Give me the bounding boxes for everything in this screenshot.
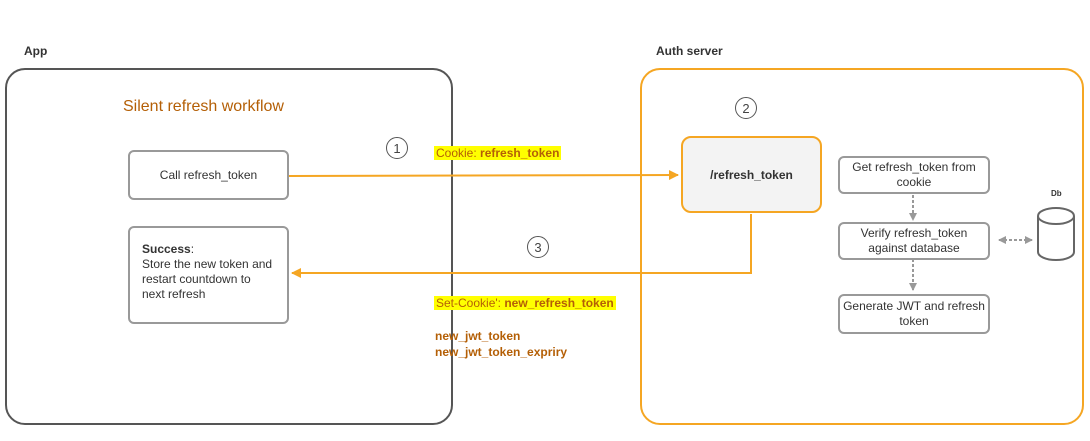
database-label: Db [1051,189,1062,198]
set-cookie-value: new_refresh_token [504,296,614,310]
request-arrow [288,170,679,181]
app-section-label: App [24,44,48,58]
step-1-marker: 1 [386,137,408,159]
success-description: Store the new token and restart countdow… [142,257,273,301]
workflow-title: Silent refresh workflow [123,98,284,115]
jwt-token-label: new_jwt_token [435,329,521,343]
jwt-expiry-label: new_jwt_token_expriry [435,345,568,359]
database-icon [1037,207,1075,261]
step-3-marker: 3 [527,236,549,258]
step-2-marker: 2 [735,97,757,119]
process-step-generate-tokens-text: Generate JWT and refresh token [843,299,985,328]
process-step-get-token-text: Get refresh_token from cookie [852,160,976,189]
response-set-cookie-label: Set-Cookie': new_refresh_token [434,295,616,311]
process-step-verify-token: Verify refresh_token against database [838,222,990,260]
auth-server-section-label: Auth server [656,44,723,58]
process-step-generate-tokens: Generate JWT and refresh token [838,294,990,334]
response-arrow [291,214,752,278]
cookie-value: refresh_token [480,146,560,160]
success-box: Success: Store the new token and restart… [128,226,289,324]
process-step-get-token: Get refresh_token from cookie [838,156,990,194]
success-heading: Success [142,242,191,256]
auth-server-region [640,68,1084,425]
app-region [5,68,453,425]
cookie-prefix: Cookie: [436,146,481,160]
endpoint-label: /refresh_token [710,167,793,182]
set-cookie-prefix: Set-Cookie': [436,296,505,310]
call-refresh-token-text: Call refresh_token [159,167,258,182]
request-cookie-label: Cookie: refresh_token [434,145,562,161]
refresh-token-endpoint: /refresh_token [681,136,822,213]
process-step-verify-token-text: Verify refresh_token against database [860,226,968,255]
call-refresh-token-box: Call refresh_token [128,150,289,200]
